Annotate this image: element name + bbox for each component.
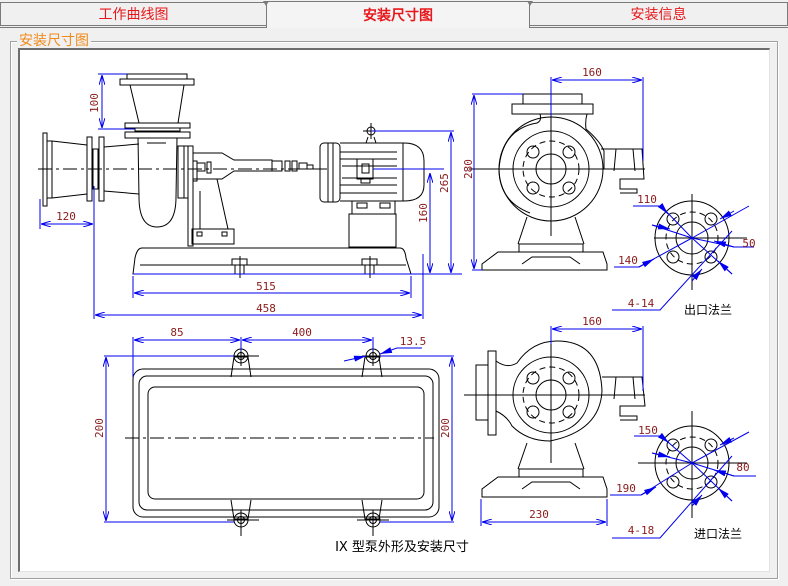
dim-inlet-offset: 120	[56, 210, 76, 223]
outlet-flange-label: 出口法兰	[684, 303, 732, 317]
bearing-housing	[191, 152, 273, 245]
dim-base-length: 515	[256, 280, 276, 293]
coupling	[271, 160, 314, 172]
group-box-title: 安装尺寸图	[17, 33, 91, 49]
side-view: 100 120 160 265 515 458	[38, 73, 462, 319]
dim-front-width: 160	[582, 66, 602, 79]
dim-inlet-bore: 80	[736, 461, 749, 474]
baseplate	[132, 247, 412, 278]
tab-label: 安装信息	[630, 7, 687, 23]
outlet-flange-detail: 110 140 50 4-14 出口法兰	[612, 193, 756, 317]
dim-base-front-width: 230	[529, 508, 549, 521]
inlet-flange-label: 进口法兰	[694, 527, 742, 541]
tab-label: 安装尺寸图	[363, 8, 433, 24]
tab-performance-curve[interactable]: 工作曲线图	[0, 2, 267, 26]
front-view-inlet: 160 230	[464, 315, 756, 541]
dim-outlet-pcd: 110	[637, 193, 657, 206]
base-plan-view: 85 400 13.5 200 200	[93, 326, 454, 536]
dim-outlet-outer: 140	[618, 254, 638, 267]
dim-base-width-left: 200	[93, 418, 106, 438]
anchor-lugs	[227, 346, 389, 536]
discharge-cone	[119, 73, 195, 139]
pump-volute	[137, 137, 198, 247]
dim-inlet-holes: 4-18	[628, 524, 655, 537]
tab-corner-marker	[527, 1, 533, 6]
drawing-title: IX 型泵外形及安装尺寸	[335, 540, 469, 555]
tab-bar: 工作曲线图 安装尺寸图 安装信息	[0, 0, 788, 28]
front-view-outlet: 160 280	[462, 66, 756, 317]
dim-front-height: 280	[462, 159, 475, 179]
dim-base-width-right: 200	[439, 418, 452, 438]
dim-outlet-bore: 50	[742, 237, 755, 250]
tab-installation-dimensions[interactable]: 安装尺寸图	[263, 1, 533, 28]
dim-inlet-height: 100	[88, 93, 101, 113]
base-plan-dimensions: 85 400 13.5 200 200	[93, 326, 454, 523]
dim-inlet-outer: 190	[616, 482, 636, 495]
inlet-flange-detail: 150 190 80 4-18 进口法兰	[610, 411, 756, 541]
dim-outlet-holes: 4-14	[628, 297, 655, 310]
dim-inlet-pcd: 150	[638, 424, 658, 437]
tab-label: 工作曲线图	[98, 7, 169, 23]
dim-inlet-front-width: 160	[582, 315, 602, 328]
drawing-canvas: 100 120 160 265 515 458	[18, 48, 770, 572]
installation-drawing: 100 120 160 265 515 458	[38, 66, 756, 555]
dim-lug-offset: 85	[170, 326, 183, 339]
tab-installation-info[interactable]: 安装信息	[529, 2, 788, 26]
side-view-dimensions: 100 120 160 265 515 458	[39, 73, 462, 319]
dim-lug-spacing: 400	[292, 326, 312, 339]
motor	[319, 123, 425, 248]
front-view-bottom-dimensions: 160 230	[480, 315, 644, 526]
front-view-top-dimensions: 160 280	[462, 66, 644, 271]
dim-overall-length: 458	[256, 302, 276, 315]
dim-hole-size: 13.5	[400, 335, 427, 348]
dim-motor-height: 265	[438, 173, 451, 193]
tab-corner-marker	[263, 1, 269, 6]
group-box	[10, 41, 778, 579]
dim-center-height: 160	[417, 203, 430, 223]
